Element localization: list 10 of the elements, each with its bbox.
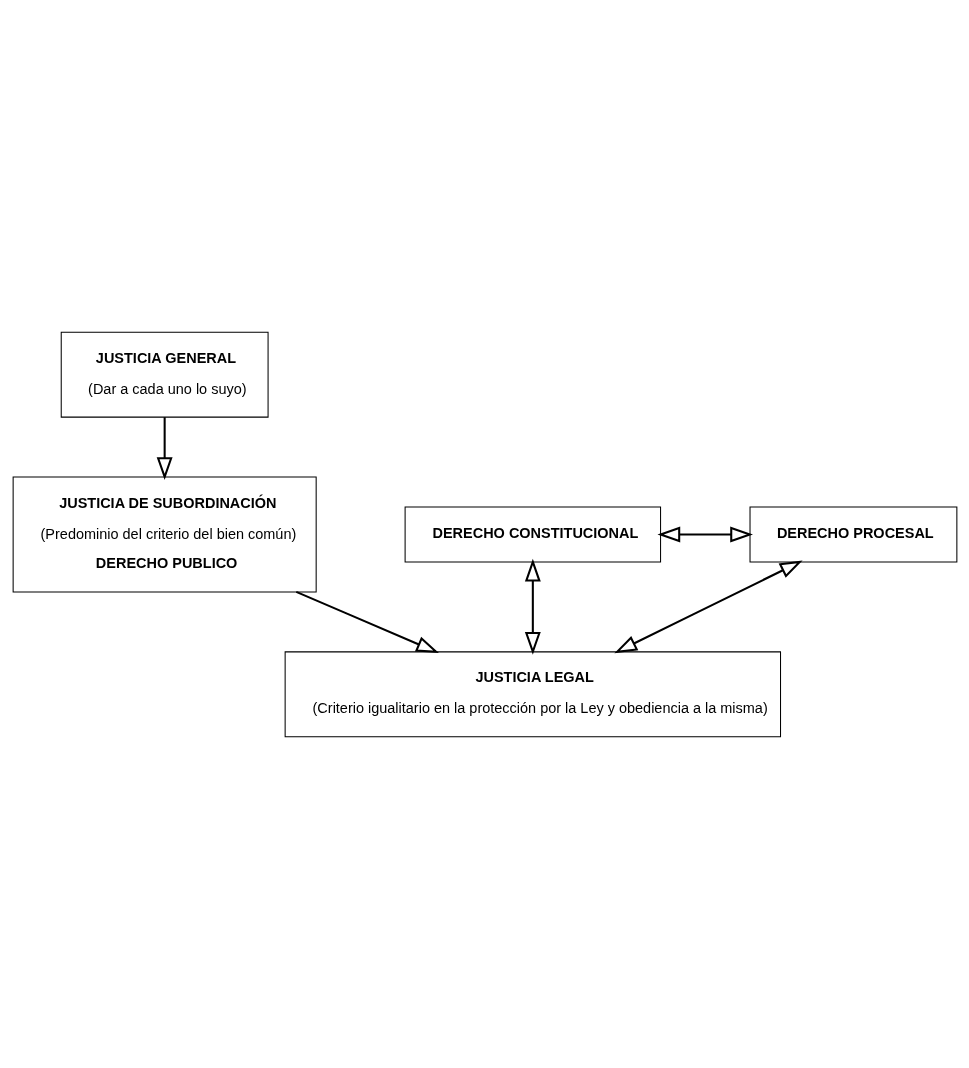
node-box: DERECHO PROCESAL	[749, 506, 957, 562]
arrow	[524, 558, 541, 655]
node-box: DERECHO CONSTITUCIONAL	[404, 506, 661, 562]
node-box: JUSTICIA DE SUBORDINACIÓN (Predominio del criterio del bien común) DERECHO PUBLICO	[12, 476, 317, 592]
node-box: JUSTICIA GENERAL (Dar a cada uno lo suyo)	[60, 331, 269, 418]
arrow	[156, 416, 173, 480]
arrow	[295, 590, 439, 653]
arrow	[656, 526, 753, 542]
node-box: JUSTICIA LEGAL (Criterio igualitario en la protección por la Ley y obediencia a la misma)	[284, 650, 781, 737]
arrow	[613, 560, 803, 653]
